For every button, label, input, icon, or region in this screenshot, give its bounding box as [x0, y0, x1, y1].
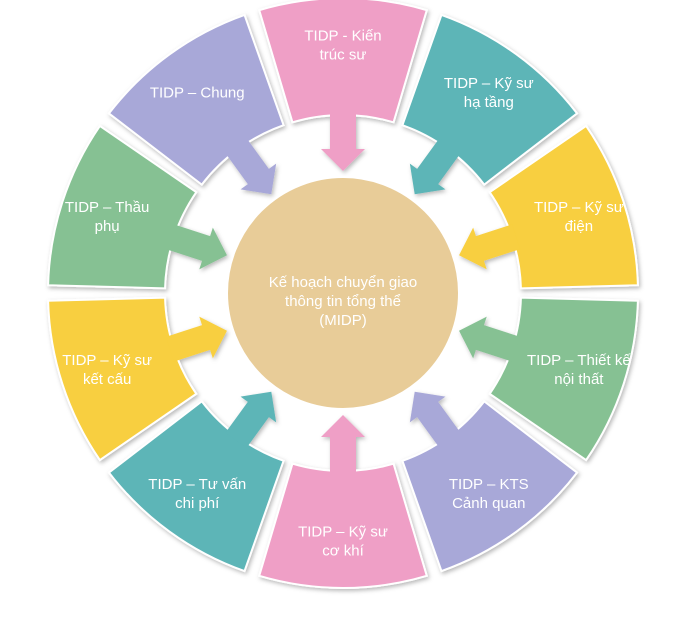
segment-block: [257, 462, 429, 590]
inward-arrow-icon: [165, 224, 227, 270]
segment: TIDP – Kỹ sư điện: [459, 124, 639, 290]
center-label-line: (MIDP): [319, 312, 367, 329]
segment-label: TIDP – Chung: [150, 84, 245, 101]
inward-arrow-icon: [409, 391, 461, 448]
segment: TIDP – Thiết kế nội thất: [459, 296, 639, 462]
segment-label: hạ tầng: [464, 94, 514, 111]
center-label-line: Kế hoạch chuyển giao: [269, 274, 417, 291]
segment-label: trúc sư: [320, 47, 367, 64]
inward-arrow-icon: [409, 138, 461, 195]
segment: TIDP – Kỹ sư cơ khí: [257, 415, 429, 590]
inward-arrow-icon: [459, 224, 521, 270]
segment: TIDP – KTS Cảnh quan: [401, 391, 579, 573]
inward-arrow-icon: [321, 415, 365, 475]
segment-block: [47, 296, 198, 462]
segment-label: TIDP – Tư vấn: [148, 476, 246, 493]
segment-block: [107, 13, 285, 187]
center-label-line: thông tin tổng thể: [285, 293, 401, 310]
segment-block: [257, 0, 429, 124]
inward-arrow-icon: [459, 316, 521, 362]
segment-label: cơ khí: [322, 543, 364, 560]
segment-label: TIDP – Kỹ sư: [298, 524, 388, 541]
segment-block: [488, 296, 639, 462]
inward-arrow-icon: [225, 391, 277, 448]
segment: TIDP – Kỹ sư kết cấu: [47, 296, 227, 462]
segment: TIDP – Thầu phụ: [47, 124, 227, 290]
segment: TIDP – Tư vấn chi phí: [107, 391, 285, 573]
segment-label: điện: [565, 218, 593, 235]
center-label: Kế hoạch chuyển giao thông tin tổng thể …: [269, 274, 417, 329]
segment-block: [107, 399, 285, 573]
inward-arrow-icon: [225, 138, 277, 195]
segment-label: TIDP - Kiến: [304, 28, 381, 45]
segment-label: nội thất: [554, 371, 604, 388]
center-circle: [226, 176, 460, 410]
segment-block: [488, 124, 639, 290]
segment-label: TIDP – KTS: [449, 476, 529, 493]
segment-block: [401, 13, 579, 187]
segment: TIDP - Kiến trúc sư: [257, 0, 429, 171]
segment: TIDP – Kỹ sư hạ tầng: [401, 13, 579, 195]
segment: TIDP – Chung: [107, 13, 285, 195]
segment-label: TIDP – Thiết kế: [527, 352, 631, 369]
inward-arrow-icon: [165, 316, 227, 362]
segment-label: TIDP – Kỹ sư: [62, 352, 152, 369]
segment-label: chi phí: [175, 495, 220, 512]
segment-block: [401, 399, 579, 573]
inward-arrow-icon: [321, 111, 365, 171]
segment-label: kết cấu: [83, 371, 131, 388]
segment-label: TIDP – Kỹ sư: [444, 75, 534, 92]
segment-label: TIDP – Thầu: [65, 199, 150, 216]
segment-block: [47, 124, 198, 290]
segment-label: TIDP – Kỹ sư: [534, 199, 624, 216]
segment-label: Cảnh quan: [452, 495, 525, 512]
segment-label: phụ: [95, 218, 120, 235]
